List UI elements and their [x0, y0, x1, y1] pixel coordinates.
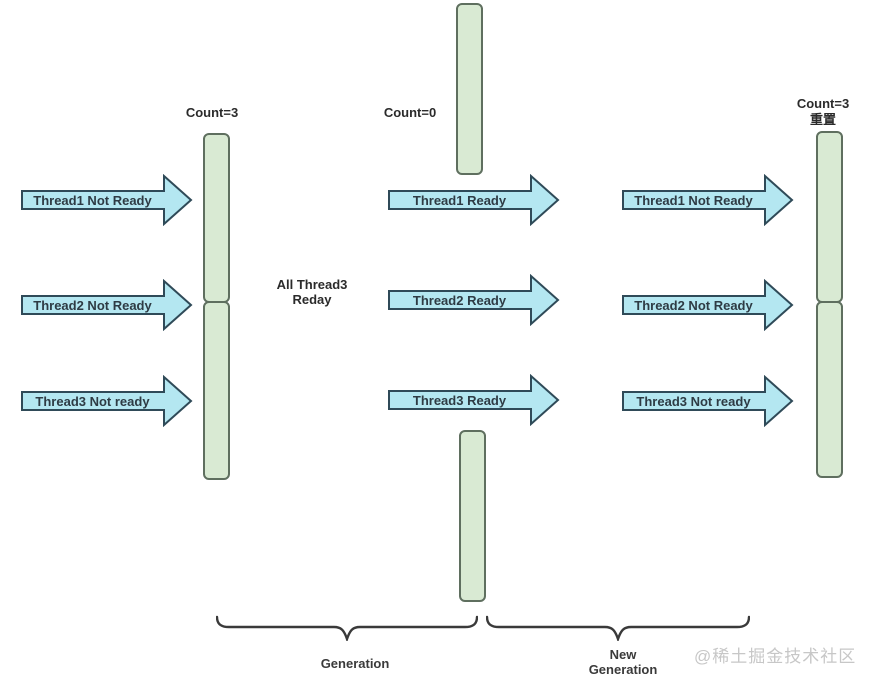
- arrow-shape: [622, 375, 794, 427]
- note-line2: Reday: [292, 292, 332, 307]
- arrow-middle-thread2: Thread2 Ready: [388, 274, 560, 326]
- arrow-left-thread3: Thread3 Not ready: [21, 375, 193, 427]
- barrier-bar-right-segment-top: [816, 131, 843, 303]
- generation-brace: [216, 615, 478, 641]
- arrow-shape: [622, 279, 794, 331]
- barrier-bar-right: [816, 131, 843, 478]
- arrow-right-thread3-label: Thread3 Not ready: [636, 393, 751, 409]
- note-line1: All Thread3: [276, 277, 348, 292]
- arrow-right-thread1-label: Thread1 Not Ready: [634, 192, 753, 208]
- barrier-bar-top-middle: [456, 3, 483, 175]
- barrier-bar-left: [203, 133, 230, 480]
- arrow-middle-thread1-label: Thread1 Ready: [412, 192, 507, 208]
- arrow-middle-thread2-label: Thread2 Ready: [412, 292, 507, 308]
- barrier-bar-right-segment-bottom: [816, 301, 843, 478]
- arrow-shape: [622, 174, 794, 226]
- arrow-right-thread2: Thread2 Not Ready: [622, 279, 794, 331]
- arrow-shape: [388, 274, 560, 326]
- barrier-bar-left-segment-bottom: [203, 301, 230, 480]
- watermark-text: @稀土掘金技术社区: [694, 647, 857, 666]
- all-threads-ready-note: All Thread3 Reday: [252, 277, 372, 307]
- arrow-left-thread2-label: Thread2 Not Ready: [33, 297, 152, 313]
- arrow-right-thread2-label: Thread2 Not Ready: [634, 297, 753, 313]
- arrow-shape: [388, 374, 560, 426]
- new-generation-line1: New: [609, 647, 637, 662]
- arrow-left-thread1: Thread1 Not Ready: [21, 174, 193, 226]
- left-count-label: Count=3: [185, 105, 239, 120]
- new-generation-brace: [486, 615, 750, 641]
- arrow-shape: [21, 279, 193, 331]
- arrow-shape: [21, 375, 193, 427]
- barrier-bar-bottom-middle: [459, 430, 486, 602]
- right-count-label: Count=3 重置: [773, 96, 873, 128]
- generation-label: Generation: [320, 656, 390, 671]
- arrow-shape: [21, 174, 193, 226]
- arrow-left-thread1-label: Thread1 Not Ready: [33, 192, 152, 208]
- right-count-reset-text: 重置: [809, 112, 836, 127]
- arrow-left-thread2: Thread2 Not Ready: [21, 279, 193, 331]
- arrow-shape: [388, 174, 560, 226]
- arrow-middle-thread1: Thread1 Ready: [388, 174, 560, 226]
- new-generation-line2: Generation: [588, 662, 658, 677]
- arrow-right-thread1: Thread1 Not Ready: [622, 174, 794, 226]
- arrow-middle-thread3: Thread3 Ready: [388, 374, 560, 426]
- arrow-middle-thread3-label: Thread3 Ready: [412, 392, 507, 408]
- right-count-text: Count=3: [796, 96, 850, 111]
- barrier-bar-left-segment-top: [203, 133, 230, 303]
- new-generation-label: New Generation: [548, 647, 698, 677]
- middle-count-label: Count=0: [383, 105, 437, 120]
- arrow-right-thread3: Thread3 Not ready: [622, 375, 794, 427]
- arrow-left-thread3-label: Thread3 Not ready: [35, 393, 150, 409]
